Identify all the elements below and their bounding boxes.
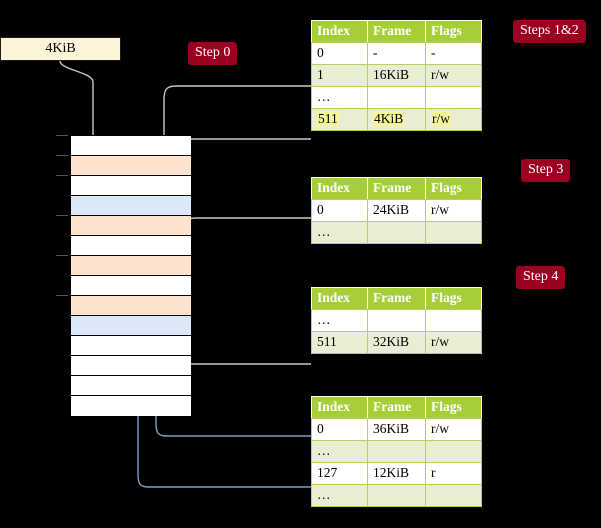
cell-index: 127 [311, 462, 368, 485]
cell-index: 0 [311, 42, 368, 65]
cell-frame [367, 440, 426, 463]
memory-row-tick [56, 155, 68, 156]
cell-frame: - [367, 42, 426, 65]
cell-frame [367, 221, 426, 244]
column-header-frame: Frame [367, 177, 426, 200]
cell-index: … [311, 309, 368, 332]
cell-index: … [311, 221, 368, 244]
highlighted-value: 4KiB [373, 111, 405, 126]
memory-row [71, 376, 191, 396]
cell-flags: r/w [425, 64, 482, 87]
cell-frame: 4KiB [367, 108, 426, 131]
memory-row [71, 156, 191, 176]
memory-row [71, 396, 191, 416]
memory-row-tick [56, 135, 68, 136]
memory-row [71, 356, 191, 376]
badge-step-4: Step 4 [516, 266, 566, 289]
cell-frame [367, 484, 426, 507]
table-row: … [311, 484, 482, 507]
memory-column [70, 135, 191, 416]
table-row: … [311, 440, 482, 463]
ellipsis: … [317, 487, 333, 502]
table-row: … [311, 86, 482, 109]
memory-row [71, 336, 191, 356]
column-header-index: Index [311, 177, 368, 200]
cell-flags [425, 484, 482, 507]
cell-flags: r/w [425, 331, 482, 354]
memory-row [71, 196, 191, 216]
cell-frame [367, 86, 426, 109]
cell-index: 511 [311, 108, 368, 131]
column-header-index: Index [311, 20, 368, 43]
frame-box-4kib: 4KiB [0, 37, 121, 61]
cell-index: 0 [311, 199, 368, 222]
badge-step-3: Step 3 [521, 159, 571, 182]
cell-flags [425, 86, 482, 109]
column-header-frame: Frame [367, 287, 426, 310]
memory-row [71, 316, 191, 336]
table-row: … [311, 309, 482, 332]
memory-row [71, 296, 191, 316]
memory-row [71, 256, 191, 276]
cell-index: … [311, 440, 368, 463]
column-header-flags: Flags [425, 287, 482, 310]
column-header-frame: Frame [367, 396, 426, 419]
cell-frame [367, 309, 426, 332]
memory-row [71, 216, 191, 236]
memory-row-tick [56, 175, 68, 176]
ellipsis: … [317, 89, 333, 104]
cell-frame: 36KiB [367, 418, 426, 441]
column-header-index: Index [311, 287, 368, 310]
highlighted-value: 511 [317, 111, 339, 126]
ellipsis: … [317, 443, 333, 458]
cell-flags [425, 440, 482, 463]
cell-flags [425, 221, 482, 244]
memory-row-tick [56, 255, 68, 256]
column-header-index: Index [311, 396, 368, 419]
table-row: … [311, 221, 482, 244]
cell-flags [425, 309, 482, 332]
cell-index: 0 [311, 418, 368, 441]
badge-step-0: Step 0 [188, 42, 238, 65]
cell-index: … [311, 484, 368, 507]
column-header-frame: Frame [367, 20, 426, 43]
table-row: 0-- [311, 42, 482, 65]
cell-flags: r/w [425, 418, 482, 441]
memory-row-tick [56, 295, 68, 296]
ellipsis: … [317, 312, 333, 327]
cell-frame: 12KiB [367, 462, 426, 485]
column-header-flags: Flags [425, 177, 482, 200]
table-row: 511 4KiB r/w [311, 108, 482, 131]
cell-flags: - [425, 42, 482, 65]
cell-frame: 16KiB [367, 64, 426, 87]
cell-flags: r/w [425, 199, 482, 222]
ellipsis: … [317, 224, 333, 239]
cell-frame: 32KiB [367, 331, 426, 354]
memory-row [71, 236, 191, 256]
cell-index: … [311, 86, 368, 109]
memory-row [71, 176, 191, 196]
cell-index: 511 [311, 331, 368, 354]
highlighted-value: r/w [431, 111, 451, 126]
cell-frame: 24KiB [367, 199, 426, 222]
memory-row-tick [56, 215, 68, 216]
column-header-flags: Flags [425, 20, 482, 43]
badge-steps-1-2: Steps 1&2 [513, 20, 586, 43]
cell-flags: r [425, 462, 482, 485]
memory-row [71, 276, 191, 296]
memory-row [71, 136, 191, 156]
frame-box-label: 4KiB [45, 41, 76, 56]
column-header-flags: Flags [425, 396, 482, 419]
cell-flags: r/w [425, 108, 482, 131]
cell-index: 1 [311, 64, 368, 87]
